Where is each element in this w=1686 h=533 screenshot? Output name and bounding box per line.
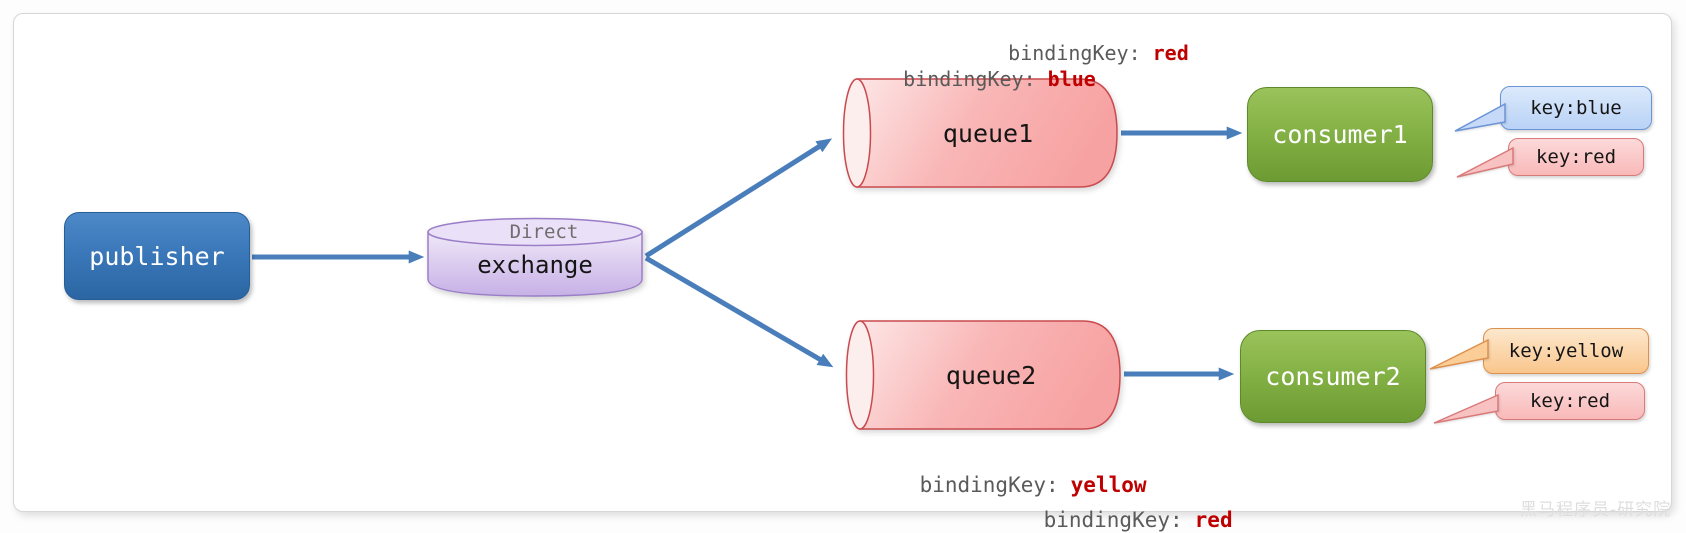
- queue1-cylinder-icon: [842, 78, 1118, 188]
- tag-label: key:yellow: [1508, 340, 1624, 362]
- queue2-label: queue2: [945, 360, 1037, 390]
- tag-tail-icon: [1433, 393, 1499, 424]
- exchange-type-label: Direct: [509, 221, 579, 243]
- consumer2-node: consumer2: [1240, 330, 1426, 423]
- binding-prefix: bindingKey:: [919, 473, 1059, 497]
- queue1-node: queue1: [842, 78, 1118, 188]
- queue2-node: queue2: [845, 320, 1121, 430]
- tag-tail-icon: [1454, 102, 1506, 132]
- queue1-binding-red-label: bindingKey: red: [960, 17, 1189, 89]
- tag-tail-icon: [1456, 146, 1514, 178]
- publisher-label: publisher: [89, 241, 225, 271]
- tag-label: key:red: [1529, 390, 1611, 412]
- consumer1-node: consumer1: [1247, 87, 1433, 182]
- binding-prefix: bindingKey:: [1008, 41, 1141, 65]
- exchange-label: exchange: [477, 251, 593, 279]
- tag-label: key:blue: [1530, 97, 1622, 119]
- publisher-node: publisher: [64, 212, 250, 300]
- consumer2-key-yellow-tag: key:yellow: [1429, 328, 1649, 374]
- tag-label: key:red: [1535, 146, 1617, 168]
- binding-value: red: [1152, 41, 1189, 65]
- consumer1-key-red-tag: key:red: [1456, 138, 1644, 178]
- queue2-binding-yellow-label: bindingKey: yellow: [869, 449, 1147, 521]
- binding-prefix: bindingKey:: [903, 67, 1036, 91]
- queue2-cylinder-icon: [845, 320, 1121, 430]
- consumer2-label: consumer2: [1265, 362, 1401, 391]
- watermark-text: 黑马程序员-研究院: [1520, 500, 1672, 520]
- consumer1-label: consumer1: [1272, 120, 1408, 149]
- binding-value: red: [1194, 508, 1233, 532]
- queue2-binding-red-label: bindingKey: red: [993, 484, 1233, 533]
- exchange-node: Direct exchange: [427, 217, 643, 297]
- consumer1-key-blue-tag: key:blue: [1454, 86, 1652, 132]
- tag-tail-icon: [1429, 338, 1489, 370]
- binding-value: blue: [1047, 67, 1096, 91]
- binding-prefix: bindingKey:: [1043, 508, 1183, 532]
- queue1-binding-blue-label: bindingKey: blue: [855, 43, 1096, 115]
- consumer2-key-red-tag: key:red: [1433, 382, 1645, 424]
- queue1-label: queue1: [942, 118, 1034, 148]
- binding-value: yellow: [1070, 473, 1147, 497]
- exchange-cylinder-icon: [427, 217, 643, 297]
